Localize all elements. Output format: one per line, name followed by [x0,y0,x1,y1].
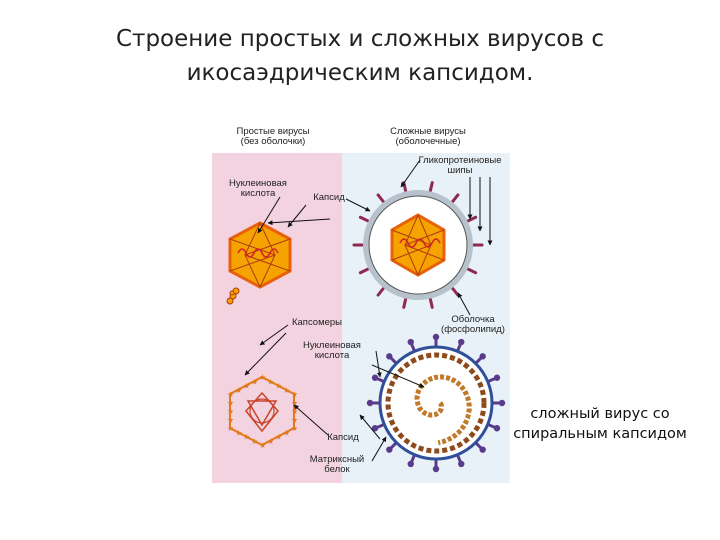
capsid-complex [390,213,446,277]
virus-structure-figure: ★★★★★★★★★★★★★★★★★★★★★★★★ Просты [200,115,520,485]
slide-title-line-2: икосаэдрическим капсидом. [186,60,534,86]
caption-line-1: сложный вирус со [530,406,670,422]
spike-head [479,353,486,360]
spike-head [386,353,393,360]
capsomere-star: ★ [291,390,298,399]
arrow-glyco [400,159,421,188]
capsomere-star: ★ [251,377,258,386]
spike-head [458,460,465,468]
spike-head [432,333,440,341]
capsomere-star: ★ [275,433,282,442]
capsomere-star: ★ [243,433,250,442]
spike-head [371,425,379,432]
spike-head [366,399,374,407]
label-complex-viruses: Сложные вирусы(оболочечные) [390,126,466,147]
capsomere-star: ★ [227,390,234,399]
capsomere-star: ★ [291,407,298,416]
spike-head [493,425,501,432]
capsomere-star: ★ [259,441,266,450]
helical-nucleocapsid [414,374,472,446]
capsomere-star: ★ [291,424,298,433]
capsomere-star: ★ [235,386,242,395]
caption-helical-virus: сложный вирус со спиральным капсидом [500,404,700,444]
slide-title: Строение простых и сложных вирусов с ико… [60,22,660,90]
spike-head [407,338,414,346]
spike-head [479,446,486,453]
capsomere-star: ★ [291,416,298,425]
capsomere-star: ★ [251,437,258,446]
slide-title-line-1: Строение простых и сложных вирусов с [115,26,605,52]
label-capsid-bottom: Капсид [327,432,359,443]
capsomere-stars: ★★★★★★★★★★★★★★★★★★★★★★★★ [227,373,298,450]
capsid-simple-helical [229,375,295,447]
nucleic-acid-simple [237,248,279,258]
capsomere-star: ★ [291,399,298,408]
capsomere-star: ★ [259,373,266,382]
spike-head [493,374,501,381]
caption-line-2: спиральным капсидом [513,426,687,442]
capsomere-star: ★ [267,437,274,446]
matrix-protein-ring [385,352,487,454]
spike-head [386,446,393,453]
capsomere-star: ★ [283,386,290,395]
label-simple-viruses: Простые вирусы(без оболочки) [236,126,310,147]
label-capsid-top: Капсид [313,192,345,203]
capsomere-chain [226,287,240,305]
label-envelope: Оболочка(фосфолипид) [441,314,505,335]
virus-diagram: ★★★★★★★★★★★★★★★★★★★★★★★★ [212,153,510,483]
spike-head [458,338,465,346]
spike-head [371,374,379,381]
capsid-simple [228,221,292,289]
capsomere-star: ★ [267,377,274,386]
label-capsomeres: Капсомеры [291,317,343,328]
spike-head [407,460,414,468]
capsomere-star: ★ [275,382,282,391]
spike-head [432,465,440,473]
capsomere-star: ★ [235,428,242,437]
capsomere-star: ★ [227,424,234,433]
capsomere-star: ★ [283,428,290,437]
capsomere-star: ★ [227,416,234,425]
capsomere-star: ★ [243,382,250,391]
capsomere-star: ★ [227,399,234,408]
nucleic-acid-complex [399,238,441,248]
spike-head [498,399,506,407]
viral-envelope-bottom [378,345,494,461]
capsomere-star: ★ [227,407,234,416]
